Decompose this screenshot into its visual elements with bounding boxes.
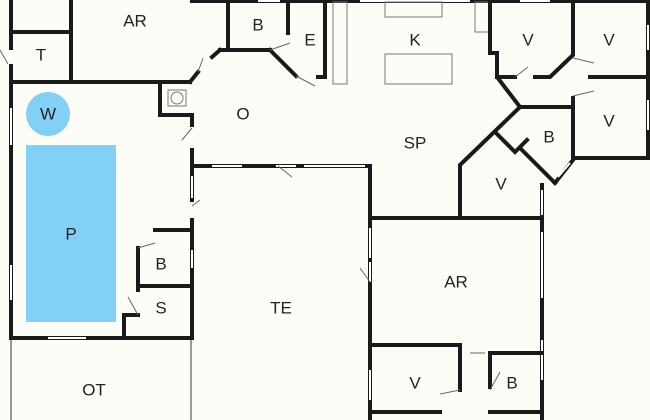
room-label-w: W [40, 104, 56, 123]
doors [0, 42, 595, 395]
room-label-b-bottom: B [506, 373, 517, 392]
pool [26, 145, 116, 322]
room-label-e: E [304, 30, 315, 49]
room-label-v2: V [603, 30, 615, 49]
walls [9, 0, 650, 420]
room-label-sp: SP [404, 133, 427, 152]
room-label-v4: V [495, 174, 507, 193]
room-label-v1: V [522, 30, 534, 49]
room-label-k: K [409, 30, 421, 49]
whirlpool [26, 92, 70, 136]
room-label-b-left: B [155, 254, 166, 273]
room-label-o: O [236, 104, 249, 123]
room-label-v5: V [409, 373, 421, 392]
room-label-b-top: B [252, 15, 263, 34]
room-label-b-right: B [543, 127, 554, 146]
room-label-ar-bottom: AR [444, 272, 468, 291]
room-label-te: TE [270, 298, 292, 317]
room-label-t: T [36, 45, 46, 64]
room-label-p: P [65, 224, 76, 243]
room-label-v3: V [603, 111, 615, 130]
room-label-ot: OT [82, 380, 106, 399]
room-label-ar-top: AR [123, 11, 147, 30]
room-label-s: S [155, 298, 166, 317]
